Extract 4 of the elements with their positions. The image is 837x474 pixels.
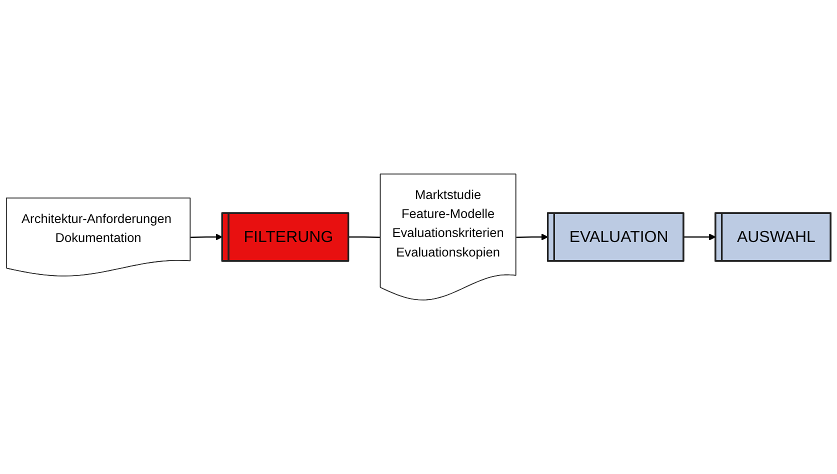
connector <box>348 236 381 238</box>
arrow <box>516 234 548 241</box>
arrow <box>683 234 716 241</box>
arrow <box>190 234 222 241</box>
